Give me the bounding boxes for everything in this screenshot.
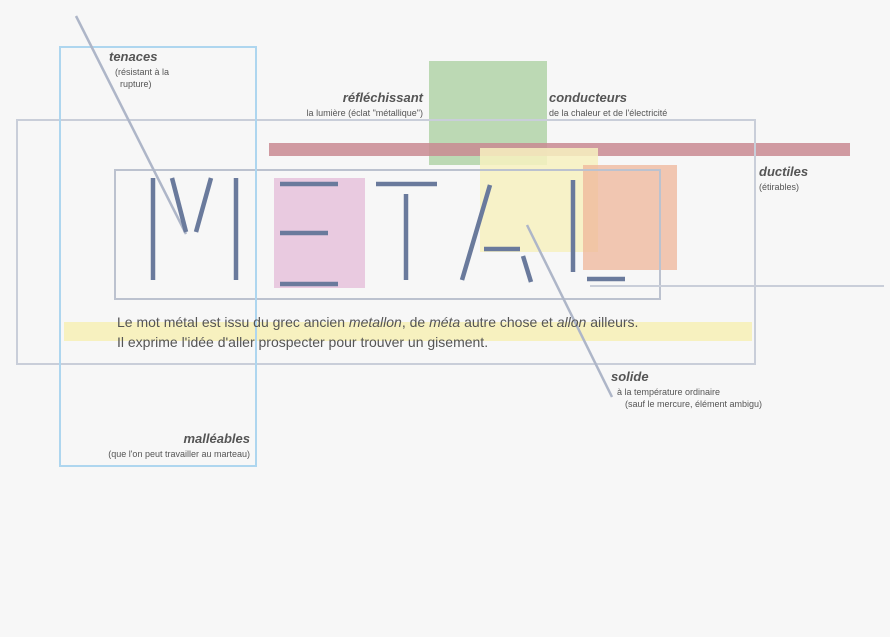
paragraph-line-2: Il exprime l'idée d'aller prospecter pou… (117, 334, 489, 350)
reflechissant-desc: la lumière (éclat "métallique") (306, 108, 423, 118)
yellow-band (64, 322, 752, 341)
tenaces-desc-1: (résistant à la (115, 67, 170, 77)
label-malleables: malléables (que l'on peut travailler au … (108, 431, 250, 460)
word-frame (114, 169, 661, 300)
letter-m (150, 177, 239, 280)
solide-word: solide (611, 369, 649, 384)
blue-frame (59, 46, 257, 467)
conducteurs-desc: de la chaleur et de l'électricité (549, 108, 668, 118)
label-conducteurs: conducteurs de la chaleur et de l'électr… (549, 90, 667, 119)
letter-a (459, 184, 534, 283)
tenaces-word: tenaces (109, 49, 158, 64)
label-reflechissant: réfléchissant la lumière (éclat "métalli… (307, 90, 423, 119)
salmon-square (583, 165, 677, 270)
large-frame (16, 119, 756, 365)
conducteurs-word: conducteurs (549, 90, 628, 105)
ductiles-word: ductiles (759, 164, 809, 179)
paragraph-line-1: Le mot métal est issu du grec ancien met… (117, 314, 639, 330)
letter-e (280, 181, 338, 287)
description-paragraph: Le mot métal est issu du grec ancien met… (117, 312, 638, 352)
solide-pointer (525, 224, 614, 398)
label-ductiles: ductiles (étirables) (759, 164, 808, 193)
solide-desc-2: (sauf le mercure, élément ambigu) (625, 399, 763, 409)
tenaces-pointer (74, 15, 188, 235)
letter-l (570, 180, 625, 282)
ductiles-desc: (étirables) (759, 182, 800, 192)
malleables-desc: (que l'on peut travailler au marteau) (108, 449, 250, 459)
yellow-square (480, 148, 598, 252)
reflechissant-word: réfléchissant (342, 90, 423, 105)
malleables-word: malléables (183, 431, 251, 446)
label-solide: solide à la température ordinaire (sauf … (611, 369, 762, 410)
letter-t (376, 181, 437, 280)
label-tenaces: tenaces (résistant à la rupture) (109, 49, 169, 90)
metal-letters (150, 177, 625, 287)
tenaces-desc-2: rupture) (120, 79, 152, 89)
solide-desc-1: à la température ordinaire (617, 387, 721, 397)
